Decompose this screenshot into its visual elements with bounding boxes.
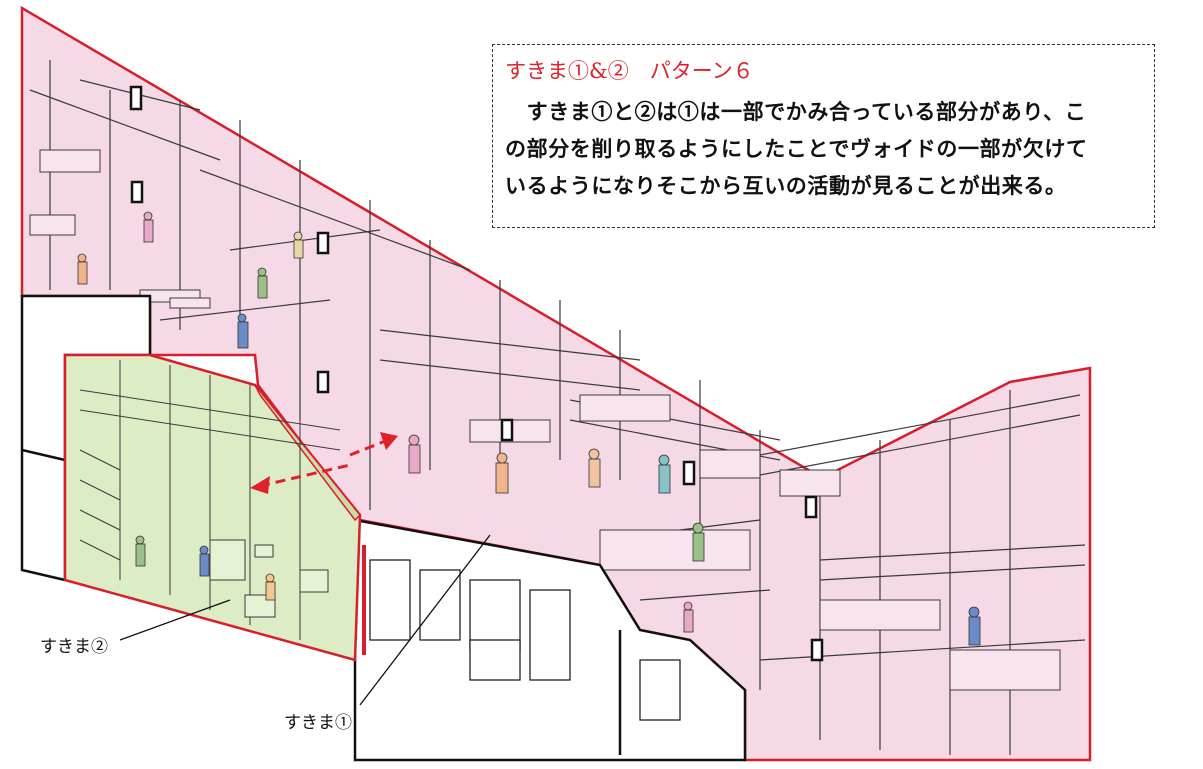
arrow-head-left <box>250 476 270 494</box>
gap1-label: すきま① <box>284 713 352 733</box>
note-body: すきま①と②は①は一部でかみ合っている部分があり、こ の部分を削り取るようにした… <box>505 93 1142 204</box>
description-box: すきま①&② パターン６ すきま①と②は①は一部でかみ合っている部分があり、こ … <box>492 44 1155 228</box>
view-arrows <box>259 438 389 488</box>
arrow-head-right <box>380 432 398 450</box>
gap1-section <box>20 5 1092 762</box>
note-line: の部分を削り取るようにしたことでヴォイドの一部が欠けて <box>505 136 1088 161</box>
note-line: すきま①と②は①は一部でかみ合っている部分があり、こ <box>505 99 1087 124</box>
gap2-section <box>63 353 366 662</box>
leader-lines <box>119 534 491 706</box>
note-line: いるようになりそこから互いの活動が見ることが出来る。 <box>505 173 1067 198</box>
note-title: すきま①&② パターン６ <box>505 59 754 83</box>
gap2-label: すきま② <box>40 637 108 657</box>
lower-white-volume <box>20 294 747 762</box>
